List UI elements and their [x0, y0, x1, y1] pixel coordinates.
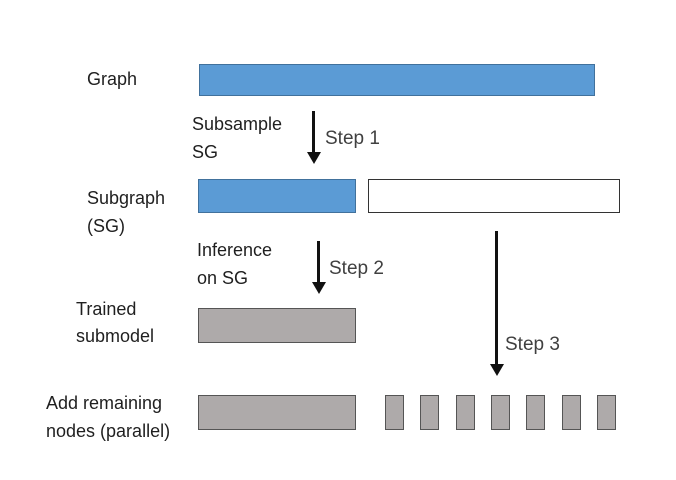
graph-label: Graph [87, 69, 138, 89]
add-remaining-label-line1: Add remaining [46, 393, 163, 413]
step1-arrow-shaft [312, 111, 315, 153]
parallel-node-box [420, 395, 440, 430]
trained-label-line2: submodel [76, 326, 155, 346]
final-submodel-bar [198, 395, 356, 430]
step3-arrow-head [490, 364, 504, 376]
subgraph-label-line2: (SG) [87, 216, 125, 236]
add-remaining-label-line2: nodes (parallel) [46, 421, 171, 441]
step3-arrow-shaft [495, 231, 498, 365]
step3-label: Step 3 [505, 334, 560, 355]
step1-arrow [307, 111, 321, 164]
step1-label: Step 1 [325, 128, 380, 149]
trained-label-line1: Trained [76, 299, 137, 319]
step1-arrow-head [307, 152, 321, 164]
step2-arrow [312, 241, 326, 294]
remaining-graph-bar [368, 179, 620, 213]
step2-arrow-head [312, 282, 326, 294]
step2-label: Step 2 [329, 258, 384, 279]
step3-arrow [490, 231, 504, 376]
subgraph-bar [198, 179, 356, 213]
parallel-node-box [526, 395, 546, 430]
graph-bar [199, 64, 595, 96]
inference-label-line1: Inference [197, 240, 273, 260]
subsample-label-line1: Subsample [192, 114, 283, 134]
parallel-node-box [455, 395, 475, 430]
parallel-node-box [561, 395, 581, 430]
subsample-label-line2: SG [192, 142, 219, 162]
parallel-node-box [490, 395, 510, 430]
parallel-node-box [385, 395, 404, 430]
step2-arrow-shaft [317, 241, 320, 283]
inference-label-line2: on SG [197, 268, 249, 288]
trained-submodel-bar [198, 308, 356, 343]
parallel-node-box [596, 395, 616, 430]
subgraph-label-line1: Subgraph [87, 188, 166, 208]
